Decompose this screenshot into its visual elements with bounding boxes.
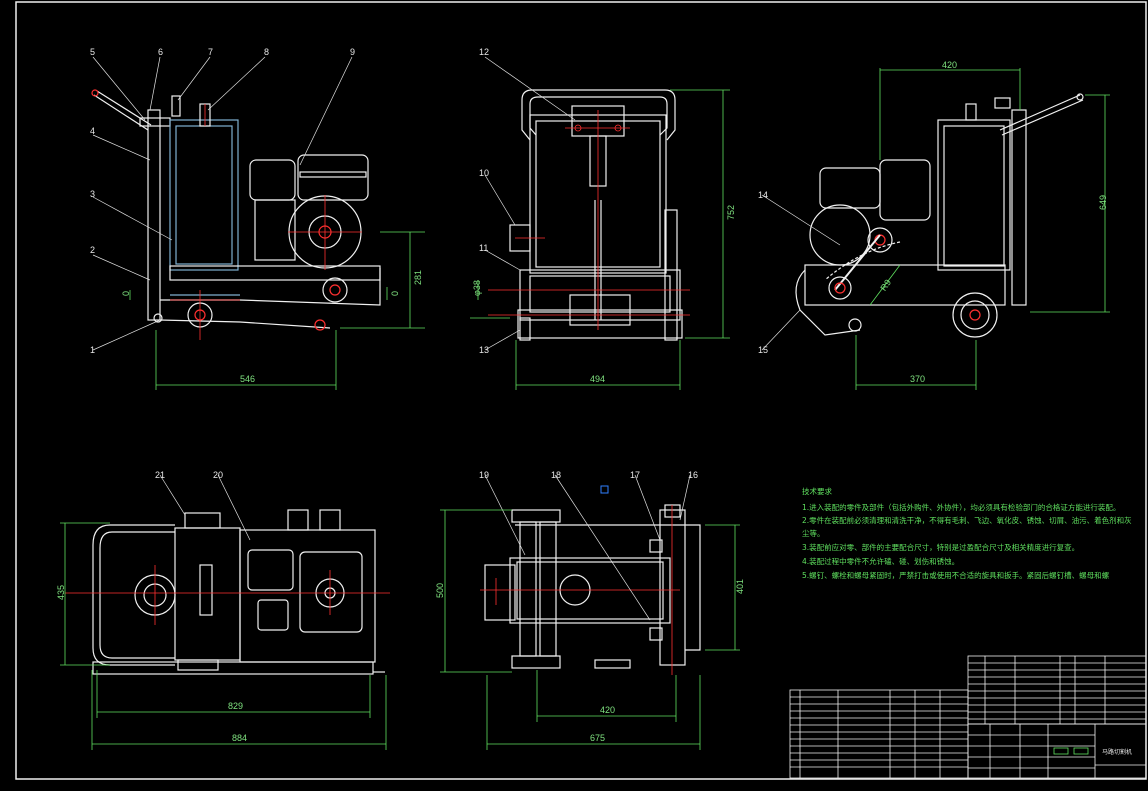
bottom-inner-height-dim: 401 bbox=[735, 579, 745, 594]
part-label-8: 8 bbox=[264, 47, 269, 57]
part-label-15: 15 bbox=[758, 345, 768, 355]
part-label-9: 9 bbox=[350, 47, 355, 57]
front-side-dim: φ38 bbox=[472, 280, 482, 296]
part-label-13: 13 bbox=[479, 345, 489, 355]
bottom-view bbox=[484, 504, 701, 669]
notes-line-2: 2.零件在装配前必须清理和清洗干净，不得有毛刺、飞边、氧化皮、锈蚀、切屑、油污、… bbox=[802, 515, 1132, 525]
side-height-dim: 281 bbox=[413, 270, 423, 285]
notes-line-1: 1.进入装配的零件及部件（包括外购件、外协件），均必须具有检验部门的合格证方能进… bbox=[802, 502, 1120, 512]
side-width-dim: 546 bbox=[240, 374, 255, 384]
part-label-3: 3 bbox=[90, 189, 95, 199]
title-block bbox=[789, 655, 1147, 779]
part-label-7: 7 bbox=[208, 47, 213, 57]
drawing-name: 马路切割机 bbox=[1102, 748, 1132, 756]
part-label-16: 16 bbox=[688, 470, 698, 480]
notes-title: 技术要求 bbox=[802, 486, 832, 496]
notes-line-3: 尘等。 bbox=[802, 528, 825, 538]
part-label-21: 21 bbox=[155, 470, 165, 480]
top-inner-dim: 829 bbox=[228, 701, 243, 711]
notes-line-5: 4.装配过程中零件不允许磕、碰、划伤和锈蚀。 bbox=[802, 556, 959, 566]
top-overall-dim: 884 bbox=[232, 733, 247, 743]
part-label-2: 2 bbox=[90, 245, 95, 255]
side-zero-b: 0 bbox=[390, 291, 400, 296]
front-height-dim: 752 bbox=[726, 205, 736, 220]
side-view bbox=[91, 89, 381, 340]
notes-line-6: 5.螺钉、螺栓和螺母紧固时，严禁打击或使用不合适的旋具和扳手。紧固后螺钉槽、螺母… bbox=[802, 570, 1110, 580]
part-label-5: 5 bbox=[90, 47, 95, 57]
bottom-height-dim: 500 bbox=[435, 583, 445, 598]
part-label-11: 11 bbox=[479, 243, 488, 253]
bottom-width-dim: 675 bbox=[590, 733, 605, 743]
part-label-10: 10 bbox=[479, 168, 489, 178]
front-width-dim: 494 bbox=[590, 374, 605, 384]
top-depth-dim: 435 bbox=[56, 585, 66, 600]
part-label-1: 1 bbox=[90, 345, 95, 355]
top-view bbox=[92, 509, 385, 675]
part-label-17: 17 bbox=[630, 470, 640, 480]
part-label-14: 14 bbox=[758, 190, 768, 200]
side-zero-a: 0 bbox=[121, 291, 131, 296]
part-label-20: 20 bbox=[213, 470, 223, 480]
front-view bbox=[509, 89, 683, 341]
drawing-frame bbox=[15, 1, 1147, 780]
part-label-4: 4 bbox=[90, 126, 95, 136]
part-label-6: 6 bbox=[158, 47, 163, 57]
bottom-inner-width-dim: 420 bbox=[600, 705, 615, 715]
cursor-marker bbox=[600, 485, 609, 494]
right-height-dim: 649 bbox=[1098, 195, 1108, 210]
part-labels: 5 6 7 8 9 4 3 2 1 12 10 11 13 14 15 21 2… bbox=[90, 47, 768, 480]
part-label-19: 19 bbox=[479, 470, 489, 480]
right-top-dim: 420 bbox=[942, 60, 957, 70]
part-label-12: 12 bbox=[479, 47, 489, 57]
technical-notes: 技术要求 1.进入装配的零件及部件（包括外购件、外协件），均必须具有检验部门的合… bbox=[802, 486, 1132, 580]
right-view bbox=[795, 93, 1084, 338]
right-bottom-dim: 370 bbox=[910, 374, 925, 384]
notes-line-4: 3.装配前应对零、部件的主要配合尺寸，特别是过盈配合尺寸及相关精度进行复查。 bbox=[802, 542, 1079, 552]
part-label-18: 18 bbox=[551, 470, 561, 480]
